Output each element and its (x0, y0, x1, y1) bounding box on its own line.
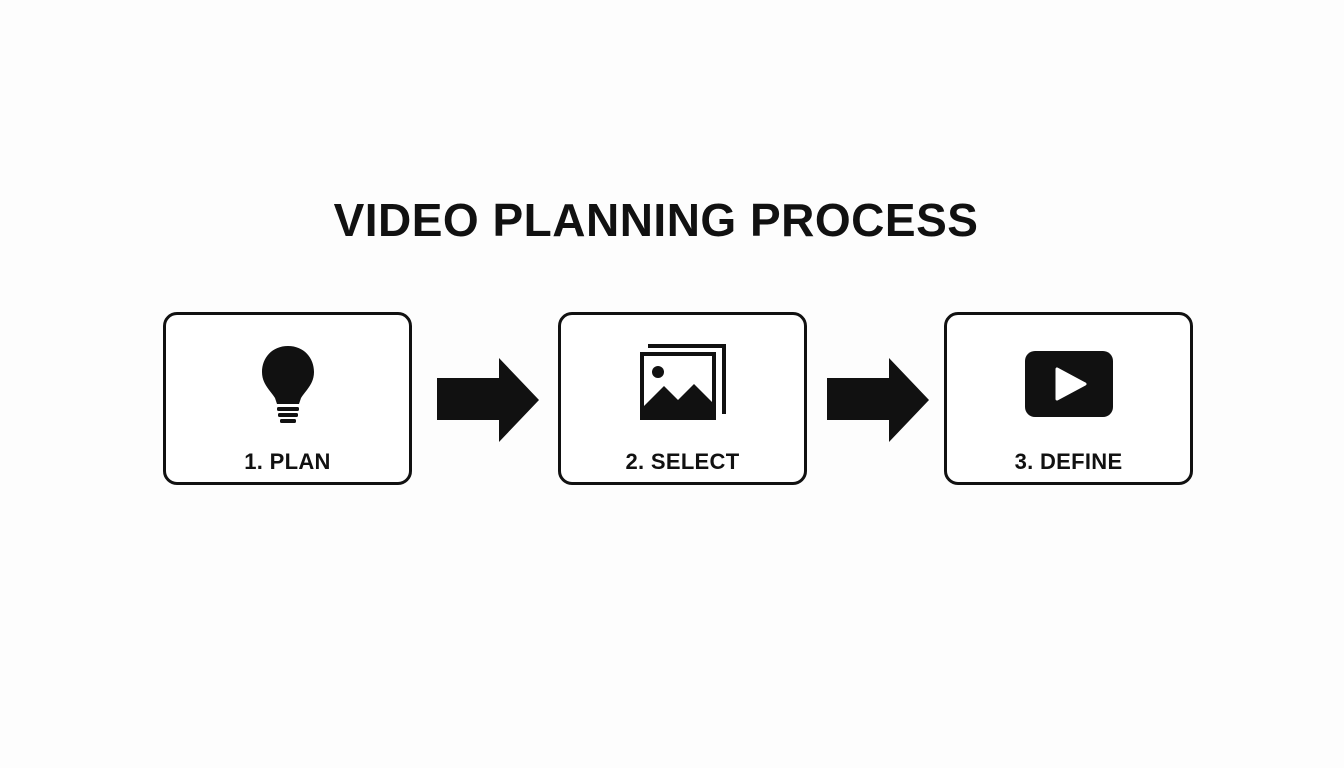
step-select-box: 2. SELECT (558, 312, 807, 485)
step-define-box: 3. DEFINE (944, 312, 1193, 485)
arrow-right-icon (827, 358, 929, 442)
arrow-right-icon (437, 358, 539, 442)
diagram-title: VIDEO PLANNING PROCESS (333, 194, 979, 246)
step-define-label: 3. DEFINE (1014, 449, 1123, 474)
step-plan-label: 1. PLAN (244, 449, 331, 474)
step-select-label: 2. SELECT (625, 449, 740, 474)
step-plan-box: 1. PLAN (163, 312, 412, 485)
image-gallery-icon (561, 341, 804, 427)
lightbulb-icon (166, 341, 409, 427)
video-play-icon (947, 341, 1190, 427)
